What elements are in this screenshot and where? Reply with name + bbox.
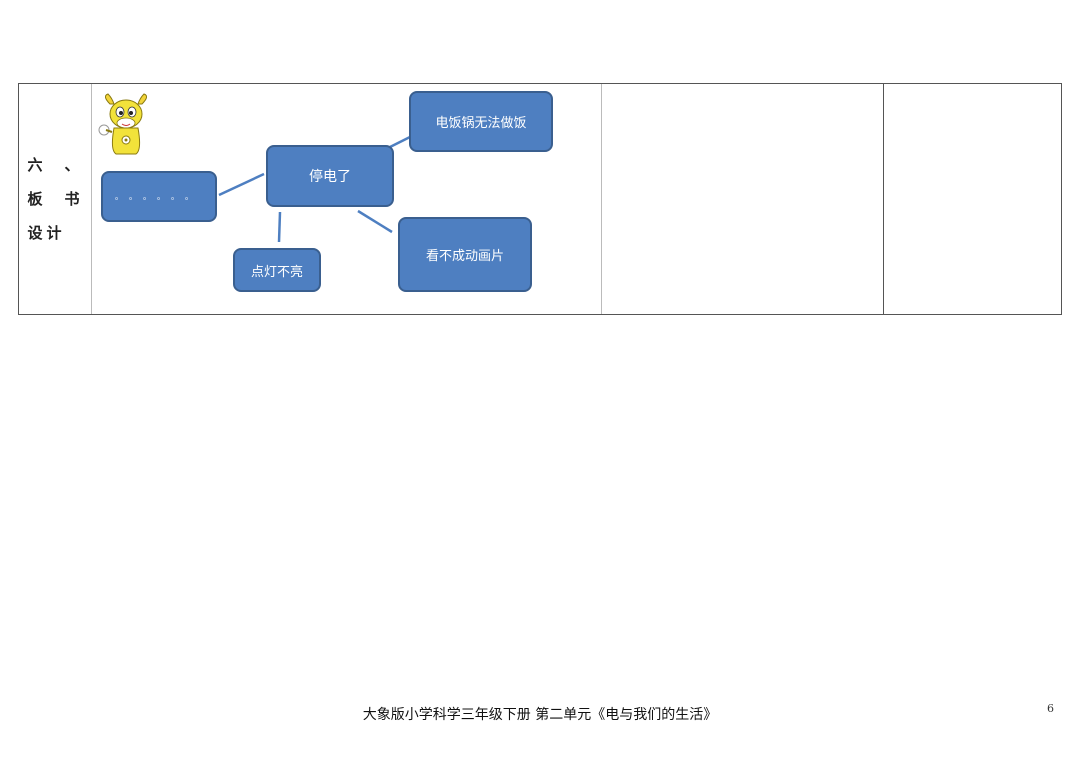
section-label-cell: 六、板书设计 bbox=[19, 84, 92, 314]
column-divider bbox=[601, 84, 602, 314]
node-rice-cooker: 电饭锅无法做饭 bbox=[409, 91, 553, 152]
lesson-plan-table: 六、板书设计 。。。。。。 停电了 电饭锅无法做饭 看不成 bbox=[18, 83, 1062, 315]
board-design-diagram: 。。。。。。 停电了 电饭锅无法做饭 看不成动画片 点灯不亮 bbox=[92, 84, 602, 314]
connector-center-bottom-right bbox=[357, 209, 393, 234]
connector-center-bottom bbox=[277, 211, 282, 243]
footer-title: 大象版小学科学三年级下册 第二单元《电与我们的生活》 bbox=[362, 707, 718, 723]
node-placeholder: 。。。。。。 bbox=[101, 171, 217, 222]
node-power-outage: 停电了 bbox=[266, 145, 394, 207]
connector-left-center bbox=[218, 172, 265, 197]
section-label: 六、板书设计 bbox=[27, 156, 84, 242]
connector-center-top-right bbox=[389, 135, 411, 149]
diagram-connectors bbox=[218, 135, 411, 243]
page-number: 6 bbox=[1047, 702, 1054, 715]
column-divider bbox=[91, 84, 92, 314]
column-divider bbox=[883, 84, 884, 314]
node-lights-off: 点灯不亮 bbox=[233, 248, 321, 292]
cartoon-cow-mascot-icon bbox=[98, 93, 148, 155]
node-no-cartoons: 看不成动画片 bbox=[398, 217, 532, 292]
